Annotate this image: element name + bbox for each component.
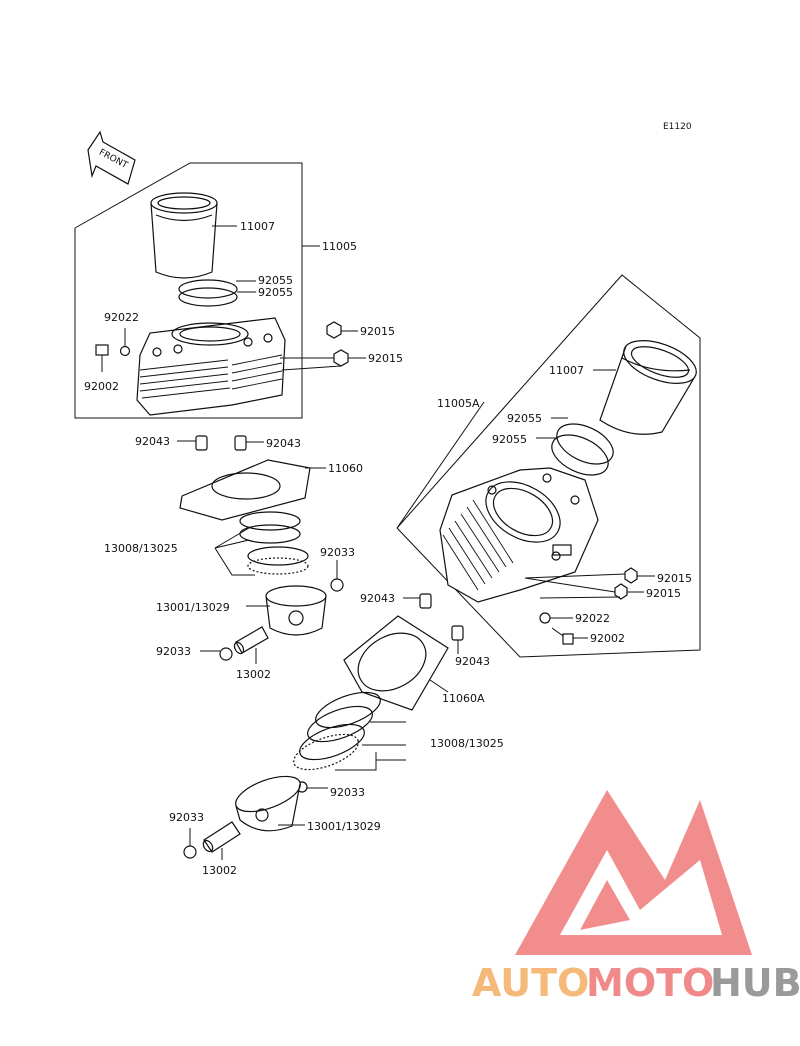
rear-base-gasket [343, 615, 449, 711]
label-front-clip-l: 92033 [156, 645, 191, 658]
label-front-washer: 92022 [104, 311, 139, 324]
rear-clip-l [183, 845, 197, 859]
front-nut-a [326, 321, 342, 339]
label-front-oring-a: 92055 [258, 274, 293, 287]
rear-cylinder-block [439, 467, 599, 603]
rear-washer [539, 612, 551, 624]
label-front-bolt: 92002 [84, 380, 119, 393]
label-rear-nut-a: 92015 [657, 572, 692, 585]
rear-dowel-r [451, 625, 464, 641]
label-rear-rings: 13008/13025 [430, 737, 504, 750]
label-rear-dowel-l: 92043 [360, 592, 395, 605]
front-clip-l [219, 647, 233, 661]
rear-nut-b [614, 583, 628, 600]
label-rear-bolt: 92002 [590, 632, 625, 645]
label-front-rings: 13008/13025 [104, 542, 178, 555]
label-rear-oring-b: 92055 [492, 433, 527, 446]
label-rear-dowel-r: 92043 [455, 655, 490, 668]
front-liner [150, 192, 218, 279]
front-o-rings [178, 279, 238, 307]
rear-piston [235, 775, 301, 832]
label-front-liner: 11007 [240, 220, 275, 233]
front-clip-r [330, 578, 344, 592]
rear-cylinder-group-frame [396, 274, 701, 658]
front-dowel-r [234, 435, 247, 451]
front-piston-pin [233, 626, 269, 655]
label-rear-liner: 11007 [549, 364, 584, 377]
front-cylinder-block [136, 317, 286, 416]
label-front-nut-a: 92015 [360, 325, 395, 338]
front-piston [265, 585, 327, 636]
label-front-pin: 13002 [236, 668, 271, 681]
front-washer [119, 345, 131, 357]
label-front-piston: 13001/13029 [156, 601, 230, 614]
watermark-hub: HUB [710, 961, 800, 1005]
front-nut-b [333, 349, 349, 367]
label-rear-washer: 92022 [575, 612, 610, 625]
front-arrow-icon: FRONT [87, 130, 136, 185]
rear-liner [599, 340, 697, 435]
label-rear-clip-r: 92033 [330, 786, 365, 799]
front-bolt [95, 344, 109, 372]
label-front-oring-b: 92055 [258, 286, 293, 299]
rear-piston-pin [202, 821, 241, 853]
label-front-gasket: 11060 [328, 462, 363, 475]
label-front-nut-b: 92015 [368, 352, 403, 365]
label-rear-cylinder: 11005A [437, 397, 480, 410]
label-front-dowel-r: 92043 [266, 437, 301, 450]
watermark-auto: AUTO [472, 961, 589, 1005]
front-piston-rings [239, 511, 309, 575]
rear-dowel-l [419, 593, 432, 609]
label-front-clip-r: 92033 [320, 546, 355, 559]
rear-bolt [551, 627, 574, 645]
front-base-gasket [179, 459, 311, 521]
label-rear-oring-a: 92055 [507, 412, 542, 425]
label-rear-gasket: 11060A [442, 692, 485, 705]
label-rear-nut-b: 92015 [646, 587, 681, 600]
diagram-ref-code: E1120 [663, 122, 692, 132]
watermark-brand: AUTO MOTO HUB [472, 961, 800, 1005]
label-rear-pin: 13002 [202, 864, 237, 877]
label-front-cylinder: 11005 [322, 240, 357, 253]
rear-nut-a [624, 567, 638, 584]
rear-piston-rings [293, 691, 381, 771]
label-rear-piston: 13001/13029 [307, 820, 381, 833]
rear-o-rings [551, 423, 614, 476]
label-rear-clip-l: 92033 [169, 811, 204, 824]
automotohub-logo-icon [515, 790, 752, 955]
label-front-dowel-l: 92043 [135, 435, 170, 448]
front-cylinder-group-frame [74, 162, 303, 419]
watermark-moto: MOTO [586, 961, 714, 1005]
front-dowel-l [195, 435, 208, 451]
